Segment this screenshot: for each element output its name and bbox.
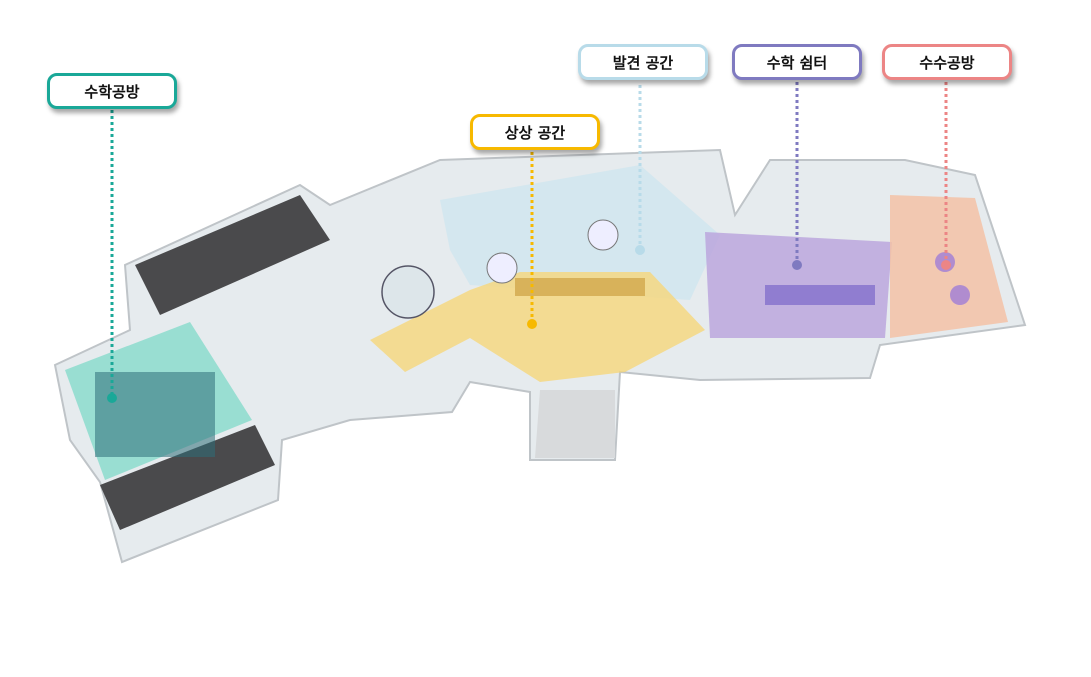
label-susu-workshop: 수수공방 [882, 44, 1012, 80]
round-table [486, 252, 518, 284]
label-discovery-space: 발견 공간 [578, 44, 708, 80]
round-table [587, 219, 619, 251]
label-math-rest: 수학 쉼터 [732, 44, 862, 80]
label-math-workshop: 수학공방 [47, 73, 177, 109]
round-table [950, 285, 970, 305]
marker-dot [941, 260, 951, 270]
zone-imagination-space [370, 272, 705, 382]
marker-dot [527, 319, 537, 329]
marker-dot [107, 393, 117, 403]
marker-dot [635, 245, 645, 255]
wall-block [535, 390, 615, 458]
wall-block [100, 425, 275, 530]
dome-exhibit [381, 265, 435, 319]
label-imagination-space: 상상 공간 [470, 114, 600, 150]
seating [765, 285, 875, 305]
marker-dot [792, 260, 802, 270]
desk-group [95, 372, 215, 457]
exhibit-wall [515, 278, 645, 296]
wall-block [135, 195, 330, 315]
